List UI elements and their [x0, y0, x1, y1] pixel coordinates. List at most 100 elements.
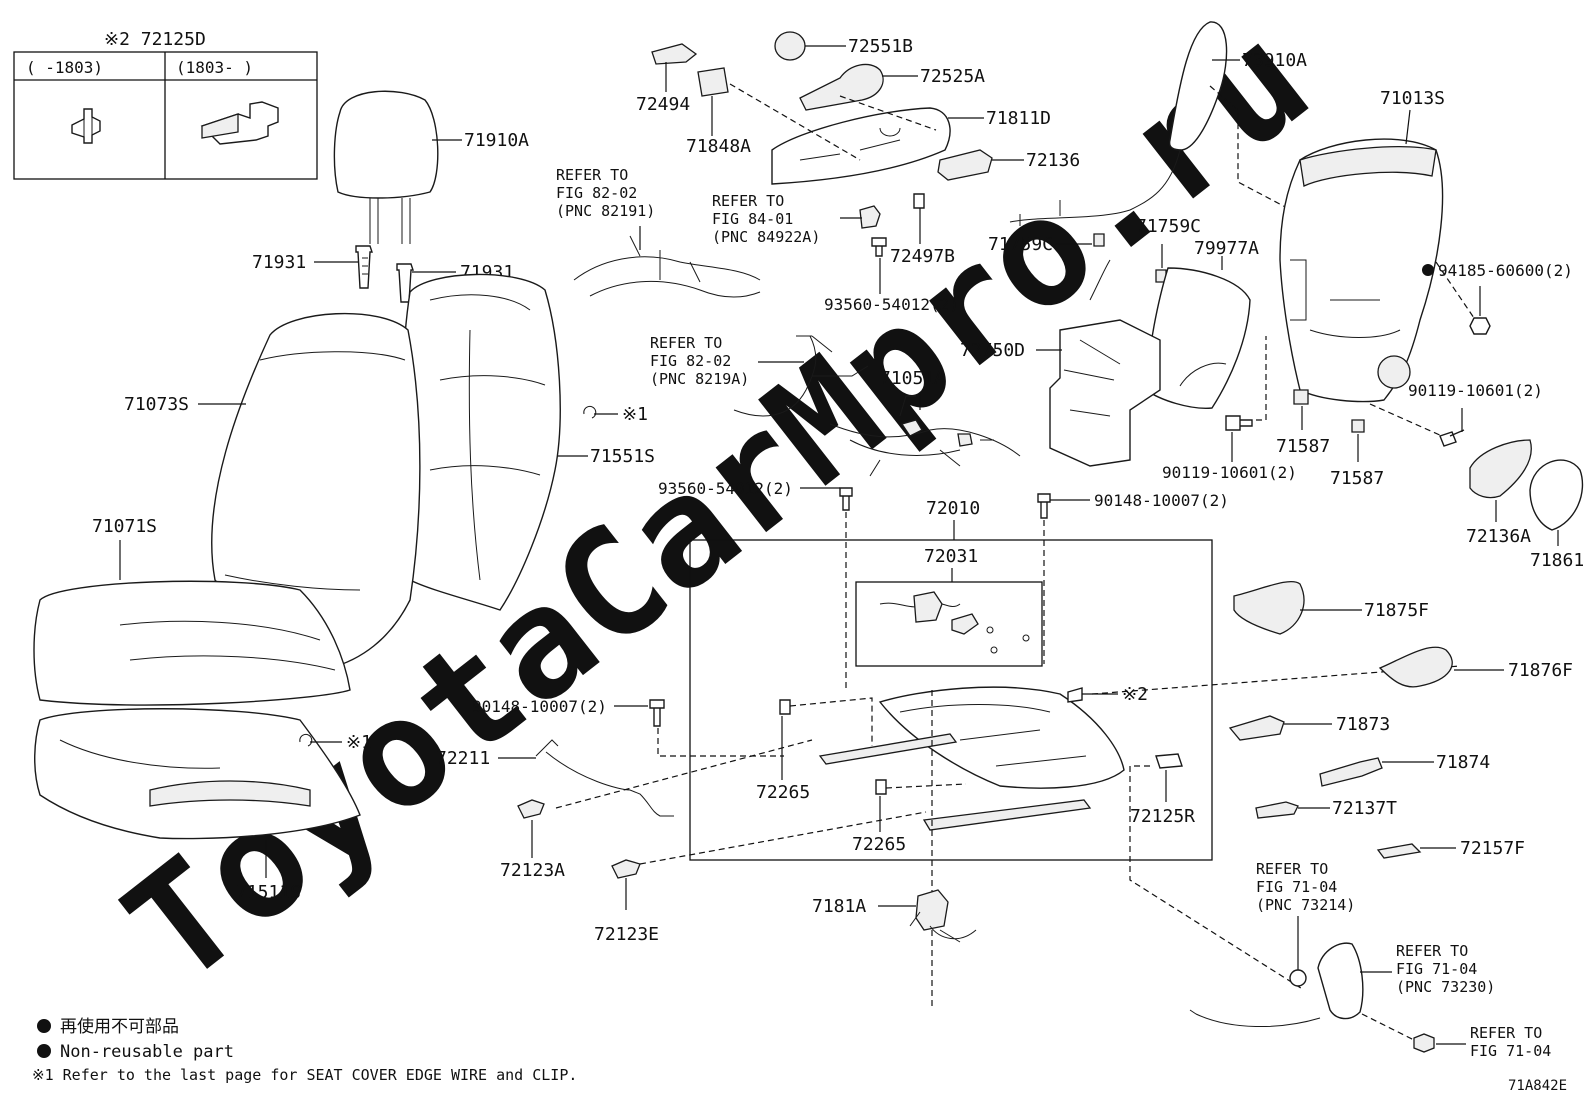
shield-71876F: 71876F — [1378, 646, 1573, 688]
refer-84922A-l3: (PNC 84922A) — [712, 228, 820, 246]
edge-wire-mark-1b: ※1 — [299, 732, 372, 753]
label-72123A: 72123A — [500, 860, 565, 881]
bolt-90119-left: 90119-10601(2) — [1162, 415, 1297, 482]
nut-71587-left: 71587 — [1276, 389, 1330, 457]
cover-71873: 71873 — [1228, 714, 1390, 741]
seatback-frame-71013S: 71013S — [1279, 88, 1445, 403]
refer-82191-l3: (PNC 82191) — [556, 202, 655, 220]
label-72031: 72031 — [924, 546, 978, 567]
support-71931-left: 71931 — [252, 245, 373, 289]
refer-8219A-l2: FIG 82-02 — [650, 352, 731, 370]
bolt-90119-right: 90119-10601(2) — [1408, 381, 1543, 447]
cover-72125R: 72125R — [1130, 770, 1195, 827]
label-72265-lower: 72265 — [852, 834, 906, 855]
clip-icon-early — [71, 108, 101, 144]
label-72123E: 72123E — [594, 924, 659, 945]
cap-72551B: 72551B — [774, 31, 913, 61]
mark-2-callout: ※2 — [1082, 684, 1148, 705]
variant-col2: (1803- ) — [176, 58, 253, 77]
refer-73214-l1: REFER TO — [1256, 860, 1328, 878]
refer-8219A-l3: (PNC 8219A) — [650, 370, 749, 388]
nut-71587-right: 71587 — [1330, 419, 1384, 489]
refer-7104-l1: REFER TO — [1470, 1024, 1542, 1042]
part-72494: 72494 — [636, 43, 698, 115]
guide-72211 — [555, 739, 813, 809]
cover-71861: 71861 — [1529, 459, 1584, 571]
clip-72123E: 72123E — [594, 859, 659, 945]
label-72136: 72136 — [1026, 150, 1080, 171]
label-90148-left: 90148-10007(2) — [472, 697, 607, 716]
label-72125R: 72125R — [1130, 806, 1195, 827]
cover-72157F: 72157F — [1376, 838, 1525, 859]
refer-82191: REFER TO FIG 82-02 (PNC 82191) — [556, 166, 761, 298]
legend-item-1: 再使用不可部品 — [60, 1016, 179, 1037]
label-90119-right: 90119-10601(2) — [1408, 381, 1543, 400]
motor-72031 — [879, 591, 1030, 654]
lumbar-72750D: 72750D — [960, 259, 1161, 467]
guide-bolt-left — [657, 728, 784, 757]
label-73910A: 73910A — [1242, 50, 1307, 71]
refer-8219A: REFER TO FIG 82-02 (PNC 8219A) — [650, 334, 869, 417]
label-71071S: 71071S — [92, 516, 157, 537]
cover-71848A: 71848A — [686, 67, 751, 157]
seat-track — [779, 686, 1183, 831]
lever-72265-upper: 72265 — [756, 716, 810, 803]
refer-73230-l2: FIG 71-04 — [1396, 960, 1477, 978]
cover-71874: 71874 — [1319, 752, 1490, 787]
figure-code: 71A842E — [1508, 1078, 1567, 1094]
lever-72265-lower: 72265 — [852, 796, 906, 855]
adjuster-box-72010: 72010 72031 72265 7 — [689, 498, 1461, 1010]
variant-col1: ( -1803) — [26, 58, 103, 77]
cover-72136A: 72136A — [1466, 439, 1532, 547]
label-71587-right: 71587 — [1330, 468, 1384, 489]
mark-2: ※2 — [1122, 684, 1148, 705]
buckle-73230: REFER TO FIG 71-04 (PNC 73230) — [1189, 942, 1495, 1027]
variant-table: ※2 72125D ( -1803) (1803- ) — [13, 29, 318, 180]
label-71861: 71861 — [1530, 550, 1584, 571]
knob-72525A: 72525A — [799, 63, 985, 111]
shield-71811D: 71811D — [771, 107, 1051, 185]
label-72157F: 72157F — [1460, 838, 1525, 859]
refer-8219A-l1: REFER TO — [650, 334, 722, 352]
heater-79977A: 79977A — [1145, 238, 1259, 409]
wire-72211: 72211 — [436, 739, 674, 817]
legend-item-2: Non-reusable part — [60, 1042, 234, 1062]
cover-72136: 72136 — [937, 149, 1080, 181]
label-79977A: 79977A — [1194, 238, 1259, 259]
label-72211: 72211 — [436, 748, 490, 769]
clip-icon-late — [200, 101, 279, 145]
label-72137T: 72137T — [1332, 798, 1397, 819]
headrest-71910A: 71910A — [333, 90, 529, 244]
label-71051A: 71051A — [880, 368, 945, 389]
label-72265-upper: 72265 — [756, 782, 810, 803]
clip-71759C-left: 71759C — [988, 233, 1105, 255]
label-72010: 72010 — [926, 498, 980, 519]
refer-84922A-l2: FIG 84-01 — [712, 210, 793, 228]
refer-73214: REFER TO FIG 71-04 (PNC 73214) — [1256, 860, 1355, 987]
label-71587-left: 71587 — [1276, 436, 1330, 457]
label-72497B: 72497B — [890, 246, 955, 267]
guide-72525A — [729, 83, 937, 161]
label-7181A: 7181A — [812, 896, 866, 917]
bolt-90148-left: 90148-10007(2) — [472, 697, 665, 727]
refer-73230-l1: REFER TO — [1396, 942, 1468, 960]
refer-73230-l3: (PNC 73230) — [1396, 978, 1495, 996]
screw-93560-top: 93560-54012(2) — [824, 237, 959, 314]
guide-90119-left — [1256, 336, 1267, 421]
cushion-pad-71511S: 71511S — [34, 708, 361, 903]
label-71848A: 71848A — [686, 136, 751, 157]
refer-7104-l2: FIG 71-04 — [1470, 1042, 1551, 1060]
label-71759C-left: 71759C — [988, 234, 1053, 255]
refer-82191-l1: REFER TO — [556, 166, 628, 184]
guide-72123E — [639, 811, 927, 865]
refer-82191-l2: FIG 82-02 — [556, 184, 637, 202]
guide-94185 — [1435, 261, 1475, 319]
label-72750D: 72750D — [960, 340, 1025, 361]
label-94185: 94185-60600(2) — [1438, 261, 1573, 280]
bolt-90148-top: 90148-10007(2) — [1037, 491, 1229, 519]
harness-71051A: 71051A — [829, 368, 1021, 477]
guide-track — [789, 665, 1461, 1010]
label-71551S: 71551S — [590, 446, 655, 467]
label-72136A: 72136A — [1466, 526, 1531, 547]
seatback-cover-71073S: 71073S — [124, 312, 421, 669]
